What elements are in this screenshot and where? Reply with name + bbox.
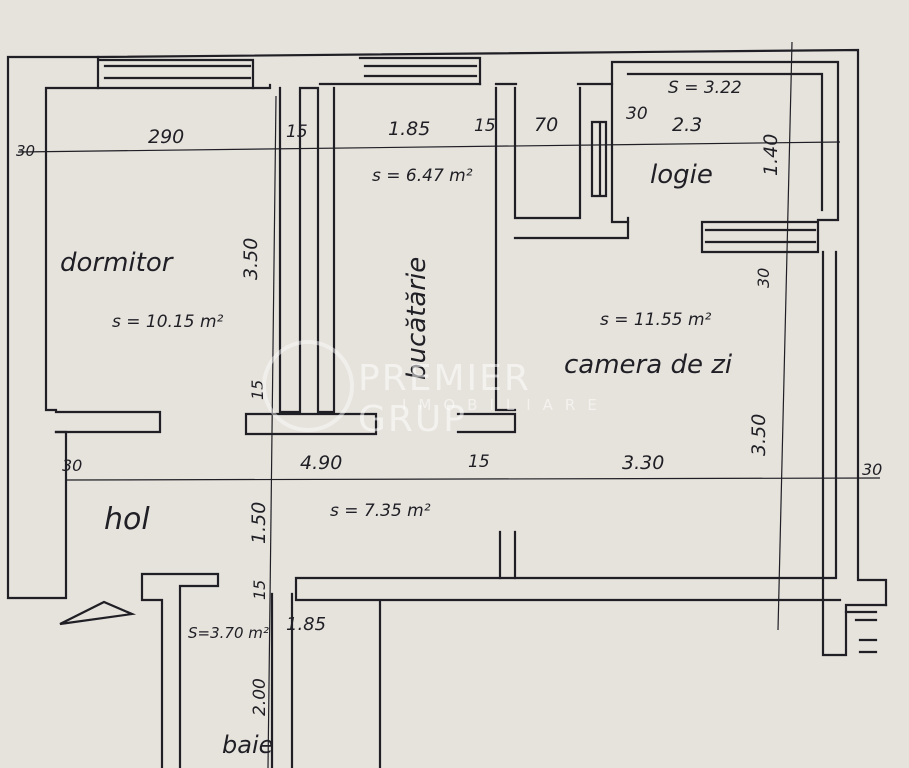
dim-line-middle (65, 477, 881, 481)
dim-30-top: 30 (626, 104, 648, 124)
dim-140: 1.40 (760, 133, 782, 176)
logia-walls (610, 60, 840, 224)
dim-150: 1.50 (248, 501, 270, 544)
window-top-1 (98, 58, 255, 90)
outer-wall-top (96, 48, 888, 607)
room-label-bucatarie: bucătărie (402, 256, 432, 380)
area-bucatarie: s = 6.47 m² (372, 166, 473, 186)
window-logia (700, 220, 820, 254)
dim-185-baie: 1.85 (286, 614, 327, 635)
dim-350-left: 3.50 (240, 237, 262, 280)
area-baie: S=3.70 m² (188, 624, 269, 642)
dim-15-e: 15 (250, 579, 269, 600)
bedroom-east-wall (278, 86, 336, 414)
dim-15-b: 15 (474, 116, 496, 136)
living-east-wall (821, 250, 838, 580)
stair-marks (844, 610, 878, 654)
bedroom-door-wall (54, 410, 162, 434)
dim-line-vertical-right (777, 41, 793, 631)
dim-30-right: 30 (862, 460, 883, 479)
bath-walls (140, 572, 220, 768)
kitchen-east-wall (494, 86, 630, 412)
dim-290: 290 (148, 126, 185, 148)
hall-door-wall-b (456, 412, 517, 434)
room-label-logie: logie (650, 160, 713, 190)
area-hol: s = 7.35 m² (330, 501, 431, 521)
bath-east-wall (270, 592, 294, 768)
dim-line-vertical-left (267, 95, 277, 768)
room-label-dormitor: dormitor (60, 248, 173, 278)
dim-70: 70 (534, 114, 559, 136)
area-dormitor: s = 10.15 m² (112, 312, 224, 332)
room-label-baie: baie (222, 731, 274, 759)
dim-30-camera: 30 (754, 267, 773, 288)
outer-wall-left (6, 55, 100, 600)
area-logie: S = 3.22 (668, 78, 742, 98)
dim-30-hol: 30 (62, 456, 83, 475)
bottom-wall (294, 576, 888, 768)
door-jamb (498, 530, 517, 580)
logia-divider (590, 120, 608, 198)
dim-15-a: 15 (286, 122, 308, 142)
window-top-2 (358, 56, 482, 86)
dim-line-top (17, 141, 841, 153)
dim-490: 4.90 (300, 452, 343, 474)
dim-15-d: 15 (468, 452, 490, 472)
entrance-marker (59, 600, 137, 626)
dim-15-c: 15 (248, 379, 267, 400)
dim-2-3: 2.3 (672, 114, 703, 136)
dim-185-top: 1.85 (388, 118, 431, 140)
area-camera-de-zi: s = 11.55 m² (600, 310, 712, 330)
hall-door-wall-a (244, 412, 378, 436)
dim-350-right: 3.50 (748, 413, 770, 456)
dim-330: 3.30 (622, 452, 665, 474)
dim-30-left: 30 (16, 142, 36, 160)
room-label-camera-de-zi: camera de zi (564, 350, 733, 380)
dim-200: 2.00 (250, 678, 270, 716)
room-label-hol: hol (104, 502, 150, 537)
